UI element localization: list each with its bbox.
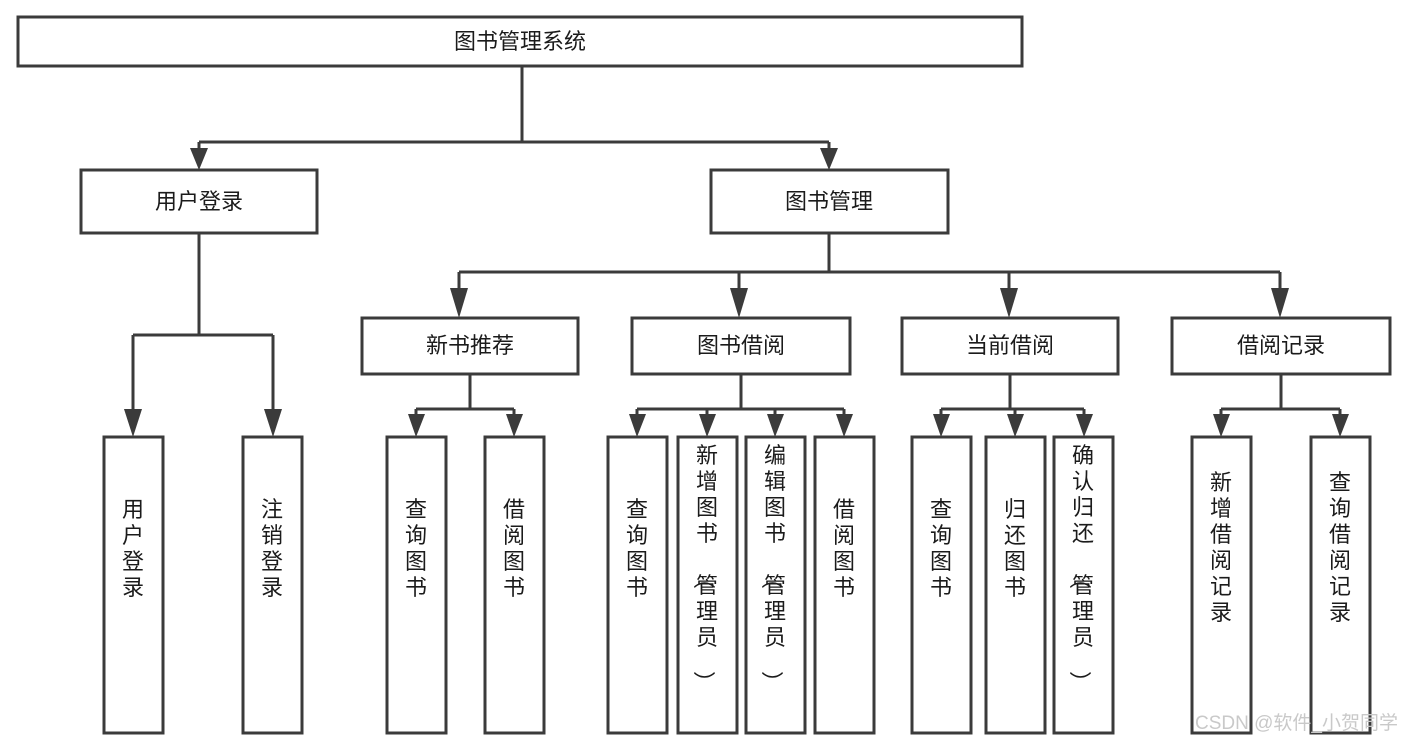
leaf-node-add-record[interactable]: 新增借阅记录 — [1190, 435, 1253, 735]
leaf-node-confirm-return-box[interactable] — [1052, 435, 1115, 735]
node-user-login-label: 用户登录 — [155, 189, 243, 214]
arrow-head-leaf-borrow-book — [836, 414, 853, 437]
leaf-node-user-login[interactable]: 用户登录 — [102, 435, 165, 735]
leaf-node-borrow-book-recommend[interactable]: 借阅图书 — [483, 435, 546, 735]
node-new-book-recommend-label: 新书推荐 — [426, 333, 514, 358]
node-current-borrow-label: 当前借阅 — [966, 333, 1054, 358]
leaf-node-query-book-borrow-label: 查询图书 — [626, 497, 648, 600]
node-borrow-record[interactable]: 借阅记录 — [1170, 316, 1392, 376]
leaf-node-return-book-box[interactable] — [984, 435, 1047, 735]
leaf-node-logout[interactable]: 注销登录 — [241, 435, 304, 735]
node-root-label: 图书管理系统 — [454, 29, 586, 54]
leaf-node-return-book-label: 归还图书 — [1004, 497, 1026, 600]
leaf-node-confirm-return-label: 确认归还（管理员） — [1067, 443, 1094, 693]
node-book-borrow-label: 图书借阅 — [697, 333, 785, 358]
leaf-node-user-login-label: 用户登录 — [122, 497, 144, 600]
arrow-head-leaf-query-book-borrow — [629, 414, 646, 437]
node-book-manage-box[interactable] — [709, 168, 950, 235]
arrow-head-user-login — [190, 148, 208, 170]
leaf-node-add-book-label: 新增图书（管理员） — [691, 443, 718, 693]
leaf-node-query-record-box[interactable] — [1309, 435, 1372, 735]
node-user-login-box[interactable] — [79, 168, 319, 235]
arrow-head-leaf-borrow-book-recommend — [506, 414, 523, 437]
leaf-node-edit-book-box[interactable] — [744, 435, 807, 735]
leaf-node-query-book-current-box[interactable] — [910, 435, 973, 735]
leaf-node-query-book-current-label: 查询图书 — [930, 497, 952, 600]
leaf-node-borrow-book[interactable]: 借阅图书 — [813, 435, 876, 735]
leaf-node-query-record-label: 查询借阅记录 — [1329, 470, 1351, 625]
leaf-node-add-record-label: 新增借阅记录 — [1210, 470, 1232, 625]
node-new-book-recommend-box[interactable] — [360, 316, 580, 376]
leaf-node-edit-book-label: 编辑图书（管理员） — [759, 443, 786, 693]
node-user-login[interactable]: 用户登录 — [79, 168, 319, 235]
leaf-node-user-login-box[interactable] — [102, 435, 165, 735]
arrow-head-leaf-edit-book — [767, 414, 784, 437]
leaf-node-query-book-current[interactable]: 查询图书 — [910, 435, 973, 735]
node-root-box[interactable] — [16, 15, 1024, 68]
node-borrow-record-label: 借阅记录 — [1237, 333, 1325, 358]
arrow-head-leaf-user-login — [124, 409, 142, 437]
arrow-head-new-book-recommend — [450, 288, 468, 318]
arrow-head-leaf-confirm-return — [1076, 414, 1093, 437]
csdn-watermark: CSDN @软件_小贺同学 — [1195, 712, 1398, 734]
leaf-node-query-book-recommend-box[interactable] — [385, 435, 448, 735]
leaf-node-borrow-book-box[interactable] — [813, 435, 876, 735]
leaf-node-logout-box[interactable] — [241, 435, 304, 735]
connector-layer — [124, 66, 1349, 437]
arrow-head-borrow-record — [1271, 288, 1289, 318]
arrow-head-leaf-logout — [264, 409, 282, 437]
leaf-node-borrow-book-label: 借阅图书 — [833, 497, 855, 600]
arrow-head-book-borrow — [730, 288, 748, 318]
leaf-node-query-book-recommend[interactable]: 查询图书 — [385, 435, 448, 735]
leaf-node-borrow-book-recommend-label: 借阅图书 — [503, 497, 525, 600]
node-root[interactable]: 图书管理系统 — [16, 15, 1024, 68]
leaf-node-logout-label: 注销登录 — [261, 497, 283, 600]
arrow-head-leaf-return-book — [1007, 414, 1024, 437]
leaf-node-query-book-recommend-label: 查询图书 — [405, 497, 427, 600]
leaf-node-return-book[interactable]: 归还图书 — [984, 435, 1047, 735]
node-book-borrow[interactable]: 图书借阅 — [630, 316, 852, 376]
leaf-node-add-book[interactable]: 新增图书（管理员） — [676, 435, 739, 735]
node-new-book-recommend[interactable]: 新书推荐 — [360, 316, 580, 376]
leaf-node-borrow-book-recommend-box[interactable] — [483, 435, 546, 735]
node-book-manage-label: 图书管理 — [785, 189, 873, 214]
arrow-head-current-borrow — [1000, 288, 1018, 318]
node-current-borrow-box[interactable] — [900, 316, 1120, 376]
node-book-borrow-box[interactable] — [630, 316, 852, 376]
arrow-head-leaf-query-record — [1332, 414, 1349, 437]
arrow-head-leaf-query-book-recommend — [408, 414, 425, 437]
node-book-manage[interactable]: 图书管理 — [709, 168, 950, 235]
arrow-head-leaf-query-book-current — [933, 414, 950, 437]
arrow-head-leaf-add-record — [1213, 414, 1230, 437]
arrow-head-leaf-add-book — [699, 414, 716, 437]
leaf-node-query-book-borrow[interactable]: 查询图书 — [606, 435, 669, 735]
node-current-borrow[interactable]: 当前借阅 — [900, 316, 1120, 376]
leaf-node-confirm-return[interactable]: 确认归还（管理员） — [1052, 435, 1115, 735]
leaf-node-edit-book[interactable]: 编辑图书（管理员） — [744, 435, 807, 735]
node-borrow-record-box[interactable] — [1170, 316, 1392, 376]
arrow-head-book-manage — [820, 148, 838, 170]
leaf-node-query-book-borrow-box[interactable] — [606, 435, 669, 735]
leaf-node-add-record-box[interactable] — [1190, 435, 1253, 735]
leaf-node-add-book-box[interactable] — [676, 435, 739, 735]
leaf-node-query-record[interactable]: 查询借阅记录 — [1309, 435, 1372, 735]
